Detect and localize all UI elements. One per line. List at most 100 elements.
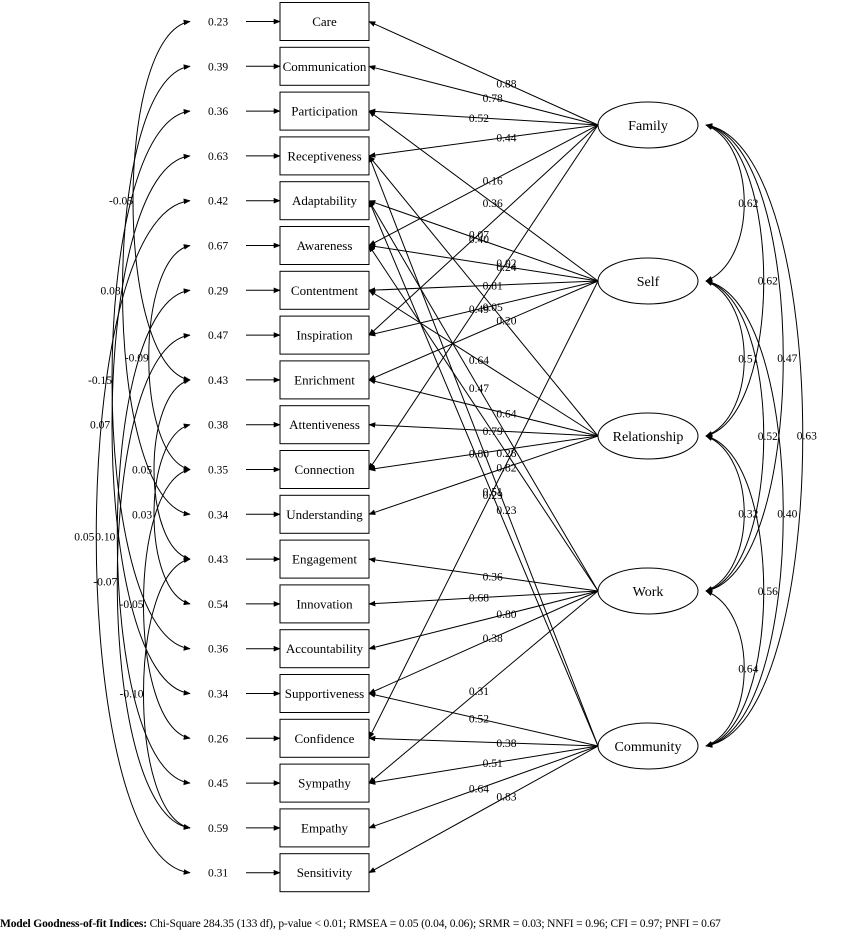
loading-value-work-sympathy: 0.31 bbox=[469, 686, 489, 698]
loading-value-self-participation: 0.36 bbox=[483, 198, 503, 210]
loading-path-community-supportiveness bbox=[368, 692, 599, 747]
error-variance-awareness: 0.67 bbox=[208, 241, 228, 253]
error-variance-sensitivity: 0.31 bbox=[208, 868, 228, 880]
error-variance-receptiveness: 0.63 bbox=[208, 151, 228, 163]
loading-value-community-sensitivity: 0.83 bbox=[496, 792, 516, 804]
indicator-label-attentiveness: Attentiveness bbox=[289, 417, 360, 432]
indicator-box-connection bbox=[279, 450, 370, 489]
loading-path-community-empathy bbox=[368, 745, 599, 829]
loading-value-self-inspiration: 0.49 bbox=[469, 304, 489, 316]
loading-value-family-inspiration: 0.07 bbox=[469, 229, 489, 241]
latent-correlation-self-community bbox=[705, 279, 784, 748]
loading-value-family-communication: 0.78 bbox=[483, 93, 503, 105]
loading-value-work-adaptability: 0.47 bbox=[469, 383, 489, 395]
indicator-box-adaptability bbox=[279, 181, 370, 221]
latent-correlation-work-community bbox=[705, 590, 745, 747]
loading-path-work-adaptability bbox=[368, 200, 599, 592]
latent-label-relationship: Relationship bbox=[613, 430, 684, 445]
loading-value-community-sympathy: 0.51 bbox=[483, 758, 503, 770]
error-variance-innovation: 0.54 bbox=[208, 599, 228, 611]
loading-path-community-sympathy bbox=[368, 745, 599, 785]
indicator-label-enrichment: Enrichment bbox=[294, 372, 355, 387]
latent-correlation-family-relationship bbox=[705, 123, 765, 438]
loading-path-family-care bbox=[368, 21, 599, 126]
loading-path-self-enrichment bbox=[368, 280, 599, 381]
error-covariance-enrichment-engagement bbox=[153, 378, 191, 561]
latent-correlation-value-self-community: 0.40 bbox=[777, 509, 797, 521]
latent-ellipse-self bbox=[597, 257, 699, 305]
loading-path-relationship-receptiveness bbox=[368, 155, 599, 437]
model-fit-label: Model Goodness-of-fit Indices: bbox=[0, 918, 147, 930]
indicator-label-supportiveness: Supportiveness bbox=[285, 686, 364, 701]
latent-correlation-family-work bbox=[705, 123, 784, 593]
loading-value-work-innovation: 0.68 bbox=[469, 593, 489, 605]
loading-value-self-awareness: 0.24 bbox=[496, 262, 516, 274]
error-covariance-attentiveness-innovation bbox=[153, 423, 191, 606]
error-variance-adaptability: 0.42 bbox=[208, 196, 228, 208]
loading-value-family-awareness: 0.16 bbox=[483, 175, 503, 187]
loading-path-work-sympathy bbox=[368, 590, 599, 784]
loading-path-family-communication bbox=[368, 65, 599, 126]
error-covariance-communication-understanding bbox=[122, 64, 191, 517]
loading-path-self-contentment bbox=[368, 280, 599, 293]
indicator-label-communication: Communication bbox=[283, 59, 367, 74]
loading-value-relationship-enrichment: 0.64 bbox=[496, 409, 516, 421]
indicator-box-sensitivity bbox=[279, 853, 370, 893]
error-variance-accountability: 0.36 bbox=[208, 644, 228, 656]
error-covariance-connection-confidence bbox=[143, 467, 191, 740]
error-covariance-value-adaptability-sensitivity: 0.05 bbox=[74, 532, 94, 544]
loading-path-work-engagement bbox=[368, 557, 599, 592]
indicator-label-adaptability: Adaptability bbox=[292, 193, 357, 208]
latent-correlation-value-work-community: 0.64 bbox=[738, 664, 758, 676]
indicator-label-engagement: Engagement bbox=[292, 552, 357, 567]
indicator-label-contentment: Contentment bbox=[291, 283, 359, 298]
indicator-box-enrichment bbox=[279, 360, 370, 400]
latent-ellipse-community bbox=[597, 722, 699, 770]
latent-correlation-value-self-work: 0.52 bbox=[758, 431, 778, 443]
loading-path-relationship-enrichment bbox=[368, 378, 599, 437]
indicator-box-contentment bbox=[279, 270, 370, 310]
latent-correlation-value-family-community: 0.63 bbox=[797, 431, 817, 443]
indicator-label-awareness: Awareness bbox=[297, 238, 353, 253]
indicator-box-communication bbox=[279, 46, 370, 86]
latent-correlation-value-family-self: 0.62 bbox=[738, 198, 758, 210]
latent-correlation-value-family-work: 0.47 bbox=[777, 353, 797, 365]
indicator-label-participation: Participation bbox=[291, 104, 358, 119]
loading-path-community-sensitivity bbox=[368, 745, 599, 874]
latent-correlation-self-work bbox=[705, 279, 765, 593]
loading-path-self-adaptability bbox=[368, 200, 599, 282]
loading-path-work-supportiveness bbox=[368, 590, 599, 694]
loading-value-family-participation: 0.52 bbox=[469, 113, 489, 125]
error-variance-enrichment: 0.43 bbox=[208, 375, 228, 387]
indicator-box-accountability bbox=[279, 629, 370, 669]
loading-value-self-adaptability: 0.40 bbox=[469, 234, 489, 246]
loading-path-work-accountability bbox=[368, 590, 599, 650]
latent-ellipse-family bbox=[597, 101, 699, 149]
error-covariance-inspiration-empathy bbox=[116, 333, 191, 830]
indicator-label-sensitivity: Sensitivity bbox=[297, 865, 353, 880]
loading-path-work-innovation bbox=[368, 590, 599, 607]
loading-path-self-awareness bbox=[368, 243, 599, 282]
model-fit-text: Chi-Square 284.35 (133 df), p-value < 0.… bbox=[146, 918, 721, 930]
latent-ellipse-relationship bbox=[597, 412, 699, 460]
error-covariance-value-contentment-sympathy: 0.10 bbox=[95, 532, 115, 544]
latent-correlation-value-relationship-community: 0.56 bbox=[758, 586, 778, 598]
loading-path-community-adaptability bbox=[368, 200, 599, 747]
error-variance-engagement: 0.43 bbox=[208, 554, 228, 566]
error-variance-communication: 0.39 bbox=[208, 61, 228, 73]
loading-value-family-connection: 0.02 bbox=[496, 258, 516, 270]
indicator-label-confidence: Confidence bbox=[295, 731, 355, 746]
loading-value-family-care: 0.88 bbox=[496, 79, 516, 91]
loading-path-family-connection bbox=[368, 124, 599, 471]
indicator-box-engagement bbox=[279, 539, 370, 579]
error-variance-inspiration: 0.47 bbox=[208, 330, 228, 342]
error-variance-empathy: 0.59 bbox=[208, 823, 228, 835]
indicator-label-sympathy: Sympathy bbox=[298, 776, 351, 791]
loading-path-community-confidence bbox=[368, 735, 599, 747]
indicator-box-supportiveness bbox=[279, 674, 370, 713]
loading-value-self-enrichment: 0.20 bbox=[496, 316, 516, 328]
loading-value-work-awareness: 0.28 bbox=[496, 448, 516, 460]
indicator-label-understanding: Understanding bbox=[286, 507, 363, 522]
error-covariance-value-inspiration-empathy: -0.07 bbox=[93, 577, 117, 589]
error-covariance-value-attentiveness-innovation: 0.03 bbox=[132, 509, 152, 521]
